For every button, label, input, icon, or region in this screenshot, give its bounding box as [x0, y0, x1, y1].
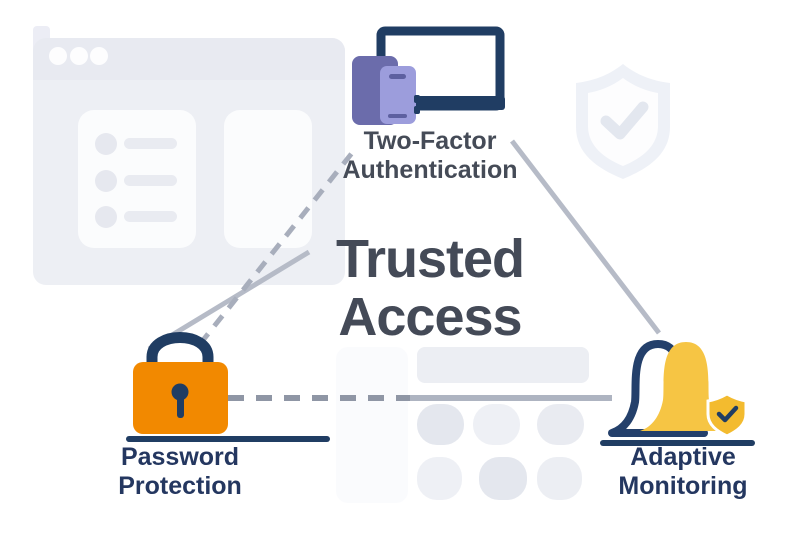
title-line2: Access	[338, 287, 522, 348]
list-row	[95, 133, 177, 155]
label-applications: Two-Factor Authentication	[310, 127, 550, 185]
lock-shackle	[146, 332, 214, 370]
list-text-bar	[124, 211, 177, 222]
window-control-dot	[70, 47, 88, 65]
lock-underline	[126, 436, 330, 442]
app-panel-stack	[336, 347, 589, 503]
label-protection-line1: Password	[120, 443, 240, 471]
list-bullet-circle	[95, 170, 117, 192]
list-bullet-circle	[95, 206, 117, 228]
list-bullet-circle	[95, 133, 117, 155]
page-title: Trusted Access	[270, 230, 590, 347]
lock-keyhole	[171, 383, 189, 401]
list-text-bar	[124, 175, 177, 186]
solid-line-devices-to-bell	[510, 139, 661, 335]
browser-window	[33, 26, 345, 285]
label-protection-line2: Protection	[118, 472, 242, 500]
list-row	[95, 170, 177, 192]
connector-lines	[147, 139, 661, 401]
bell-underline	[600, 440, 755, 446]
grid-blob	[537, 457, 582, 500]
phone-speaker-slot	[389, 74, 406, 79]
monitor-and-phones-icon	[352, 26, 505, 125]
wide-gray-bar	[417, 347, 589, 383]
grid-blob	[473, 404, 520, 445]
window-control-dot	[49, 47, 67, 65]
phone-front	[380, 66, 416, 124]
list-row	[95, 206, 177, 228]
shield-check-icon	[576, 64, 670, 179]
grid-blob	[479, 457, 527, 500]
list-text-bar	[124, 138, 177, 149]
grid-blob	[417, 457, 462, 500]
phone-side-button	[414, 106, 420, 114]
browser-window-header	[33, 38, 345, 80]
phone-home-bar	[388, 114, 407, 118]
phone-side-button	[414, 95, 420, 103]
shield-checkmark	[600, 101, 649, 140]
bell-verified-icon	[600, 340, 755, 446]
window-side-panel	[224, 110, 312, 248]
grid-blob	[537, 404, 584, 445]
lock-keyhole-stem	[177, 395, 184, 418]
label-protection: Password Protection	[75, 443, 285, 501]
label-monitoring-line1: Adaptive	[630, 443, 736, 471]
padlock-icon	[126, 332, 330, 442]
label-applications-line1: Two-Factor	[363, 127, 497, 155]
window-control-dot	[90, 47, 108, 65]
grid-blob	[417, 404, 464, 445]
tall-white-panel	[336, 347, 408, 503]
verified-badge-checkmark	[716, 405, 739, 423]
title-line1: Trusted	[335, 229, 525, 289]
label-monitoring: Adaptive Monitoring	[578, 443, 788, 501]
label-applications-line2: Authentication	[342, 156, 518, 184]
label-monitoring-line2: Monitoring	[618, 472, 748, 500]
dashed-line-lock-to-devices	[198, 146, 358, 346]
